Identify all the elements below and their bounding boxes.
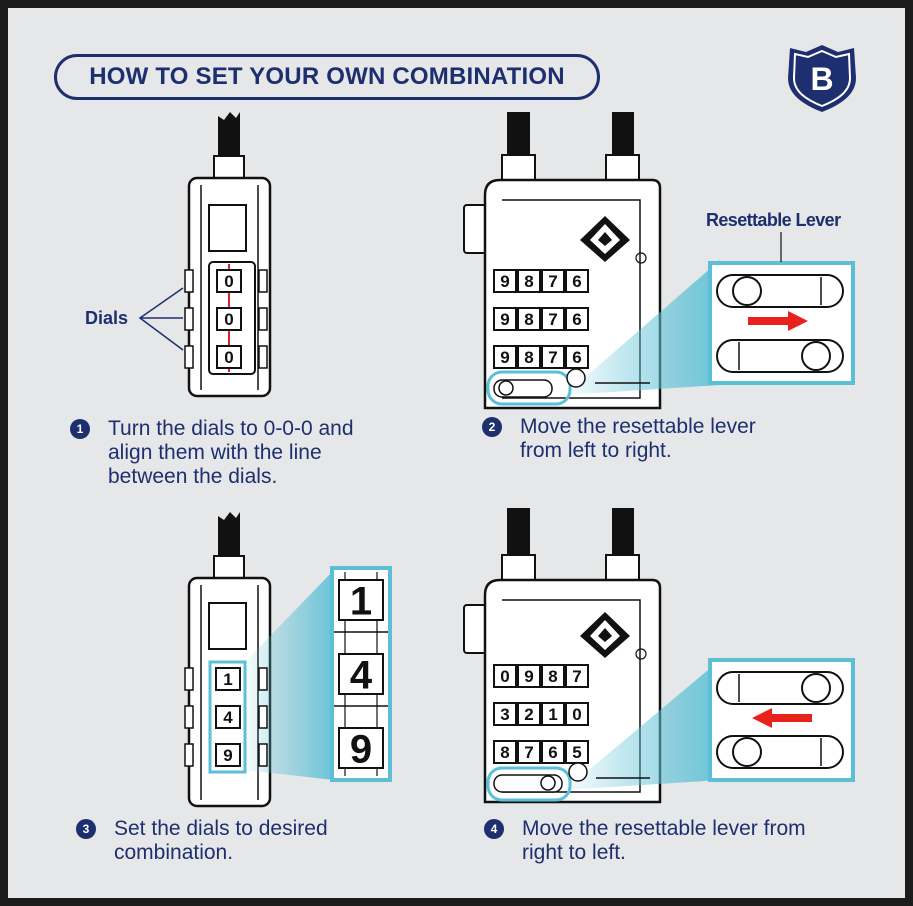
step-2-text: Move the resettable lever from left to r… [520, 415, 756, 462]
step1-dial-digit: 0 [224, 310, 233, 329]
s2rows-digit: 7 [548, 310, 557, 329]
s2rows-digit: 9 [500, 348, 509, 367]
arrow-left-icon [752, 708, 812, 728]
s4rows-digit: 3 [500, 705, 509, 724]
s2rows-digit: 9 [500, 310, 509, 329]
s2rows-digit: 7 [548, 272, 557, 291]
step1-dial-digit: 0 [224, 348, 233, 367]
s2rows-digit: 9 [500, 272, 509, 291]
s4rows-digit: 9 [524, 667, 533, 686]
step-4-text: Move the resettable lever from right to … [522, 817, 806, 864]
step3-dial-digit: 1 [223, 670, 232, 689]
s2rows-digit: 6 [572, 310, 581, 329]
step3-zoom-digit: 1 [350, 579, 372, 623]
s4rows-digit: 1 [548, 705, 557, 724]
step1-dials: 0 0 0 [184, 269, 268, 369]
s4rows-digit: 8 [500, 743, 509, 762]
s4rows-digit: 7 [524, 743, 533, 762]
dials-callout-lines [138, 287, 184, 351]
step-3-number: 3 [76, 819, 96, 839]
s4rows-digit: 0 [572, 705, 581, 724]
page-title: HOW TO SET YOUR OWN COMBINATION [89, 63, 565, 90]
title-banner: HOW TO SET YOUR OWN COMBINATION [54, 54, 600, 100]
s4rows-digit: 7 [572, 667, 581, 686]
step1-lock: 0 0 0 [184, 112, 272, 398]
step-2-number: 2 [482, 417, 502, 437]
s2rows-digit: 6 [572, 348, 581, 367]
s2rows-digit: 6 [572, 272, 581, 291]
brand-diamond-icon [580, 216, 630, 262]
dials-label: Dials [85, 308, 129, 328]
step-1-text: Turn the dials to 0-0-0 and align them w… [108, 417, 354, 488]
step-1-number: 1 [70, 419, 90, 439]
arrow-right-icon [748, 311, 808, 331]
step3-zoom-digit: 4 [350, 653, 373, 697]
s2rows-digit: 8 [524, 310, 533, 329]
step3-lock: 149 149 [184, 512, 392, 808]
step3-dials: 1 4 9 [184, 667, 268, 767]
step-4-number: 4 [484, 819, 504, 839]
s4rows-digit: 5 [572, 743, 581, 762]
s4rows-digit: 8 [548, 667, 557, 686]
s2rows-digit: 7 [548, 348, 557, 367]
resettable-lever-label: Resettable Lever [706, 210, 841, 230]
step-3-text: Set the dials to desired combination. [114, 817, 328, 864]
step3-dial-digit: 4 [223, 708, 233, 727]
brand-diamond-icon [580, 612, 630, 658]
step1-dial-digit: 0 [224, 272, 233, 291]
s4rows-digit: 2 [524, 705, 533, 724]
step3-zoom-digits: 1 4 9 [338, 579, 384, 771]
s2rows-digit: 8 [524, 348, 533, 367]
s4rows-digit: 0 [500, 667, 509, 686]
logo-letter: B [810, 61, 833, 97]
s4rows-digit: 6 [548, 743, 557, 762]
step3-dial-digit: 9 [223, 746, 232, 765]
s2rows-digit: 8 [524, 272, 533, 291]
shield-badge-icon: B [788, 45, 856, 112]
step3-zoom-digit: 9 [350, 727, 372, 771]
